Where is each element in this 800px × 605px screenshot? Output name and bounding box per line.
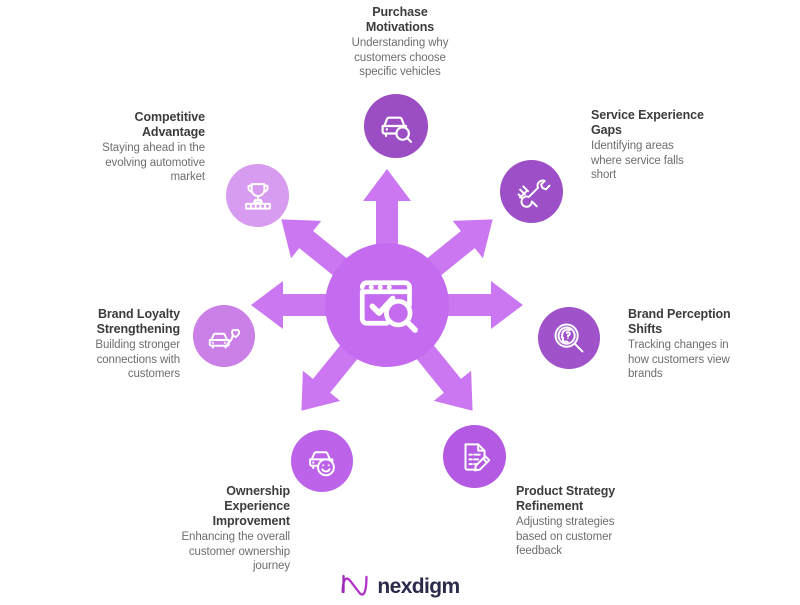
car-smiley-icon (303, 442, 341, 480)
node-desc-line: where service falls (591, 154, 684, 167)
label-purchase-motivations: Purchase Motivations Understanding why c… (320, 5, 480, 80)
node-purchase-motivations[interactable] (364, 94, 428, 158)
node-desc-line: Adjusting strategies (516, 516, 615, 528)
node-desc-line: Building stronger (95, 339, 180, 351)
node-title-line: Competitive (134, 110, 206, 124)
node-desc-line: Tracking changes in (628, 339, 729, 351)
node-competitive-advantage[interactable] (226, 164, 289, 227)
head-question-magnifier-icon (550, 319, 588, 357)
node-title-line: Ownership (226, 484, 290, 498)
footer-logo: nexdigm (0, 572, 800, 601)
car-search-icon (376, 106, 416, 146)
node-desc-line: feedback (516, 545, 562, 557)
node-desc-line: short (591, 169, 617, 181)
label-service-experience-gaps: Service Experience Gaps Identifying area… (591, 108, 766, 183)
node-desc-line: connections with (96, 353, 181, 366)
window-checklist-search-icon (351, 267, 423, 344)
trophy-podium-icon (239, 177, 277, 215)
node-product-strategy-refinement[interactable] (443, 425, 506, 488)
wrench-screwdriver-icon (513, 173, 551, 211)
node-desc-line: brands (628, 368, 663, 380)
node-service-experience-gaps[interactable] (500, 160, 563, 223)
node-desc-line: Enhancing the overall (181, 531, 290, 543)
node-title-line: Shifts (628, 322, 663, 336)
node-desc-line: Staying ahead in the (102, 142, 205, 154)
node-brand-perception-shifts[interactable] (538, 307, 600, 369)
node-desc-line: Identifying areas (591, 140, 674, 152)
node-desc-line: customers choose (354, 51, 446, 64)
nexdigm-zigzag-mark-icon (340, 572, 370, 601)
label-brand-perception-shifts: Brand Perception Shifts Tracking changes… (628, 307, 800, 382)
node-title-line: Service Experience (591, 108, 704, 122)
node-title-line: Brand Perception (628, 307, 731, 321)
node-desc-line: journey (252, 560, 290, 572)
node-title-line: Gaps (591, 123, 622, 137)
node-title-line: Improvement (212, 514, 291, 528)
label-brand-loyalty-strengthening: Brand Loyalty Strengthening Building str… (5, 307, 180, 382)
label-competitive-advantage: Competitive Advantage Staying ahead in t… (30, 110, 205, 185)
node-title-line: Refinement (516, 499, 584, 513)
document-pencil-icon (456, 438, 494, 476)
label-product-strategy-refinement: Product Strategy Refinement Adjusting st… (516, 484, 696, 559)
node-desc-line: specific vehicles (359, 66, 441, 78)
node-brand-loyalty-strengthening[interactable] (193, 305, 255, 367)
logo-wordmark: nexdigm (377, 575, 460, 598)
hub-node (325, 243, 449, 367)
node-title-line: Strengthening (96, 322, 181, 336)
node-desc-line: based on customer (516, 530, 613, 543)
node-title-line: Product Strategy (516, 484, 616, 498)
node-title-line: Brand Loyalty (97, 307, 180, 321)
node-ownership-experience-improvement[interactable] (291, 430, 353, 492)
car-heart-icon (205, 317, 243, 355)
node-desc-line: customers (127, 368, 180, 380)
label-ownership-experience-improvement: Ownership Experience Improvement Enhanci… (120, 484, 290, 574)
node-title-line: Purchase (372, 5, 428, 19)
node-title-line: Advantage (141, 125, 205, 139)
node-desc-line: market (170, 171, 205, 183)
node-title-line: Motivations (365, 20, 435, 34)
node-desc-line: customer ownership (188, 545, 290, 558)
node-title-line: Experience (224, 499, 290, 513)
node-desc-line: Understanding why (351, 37, 449, 49)
node-desc-line: how customers view (628, 353, 730, 366)
node-desc-line: evolving automotive (105, 156, 205, 169)
